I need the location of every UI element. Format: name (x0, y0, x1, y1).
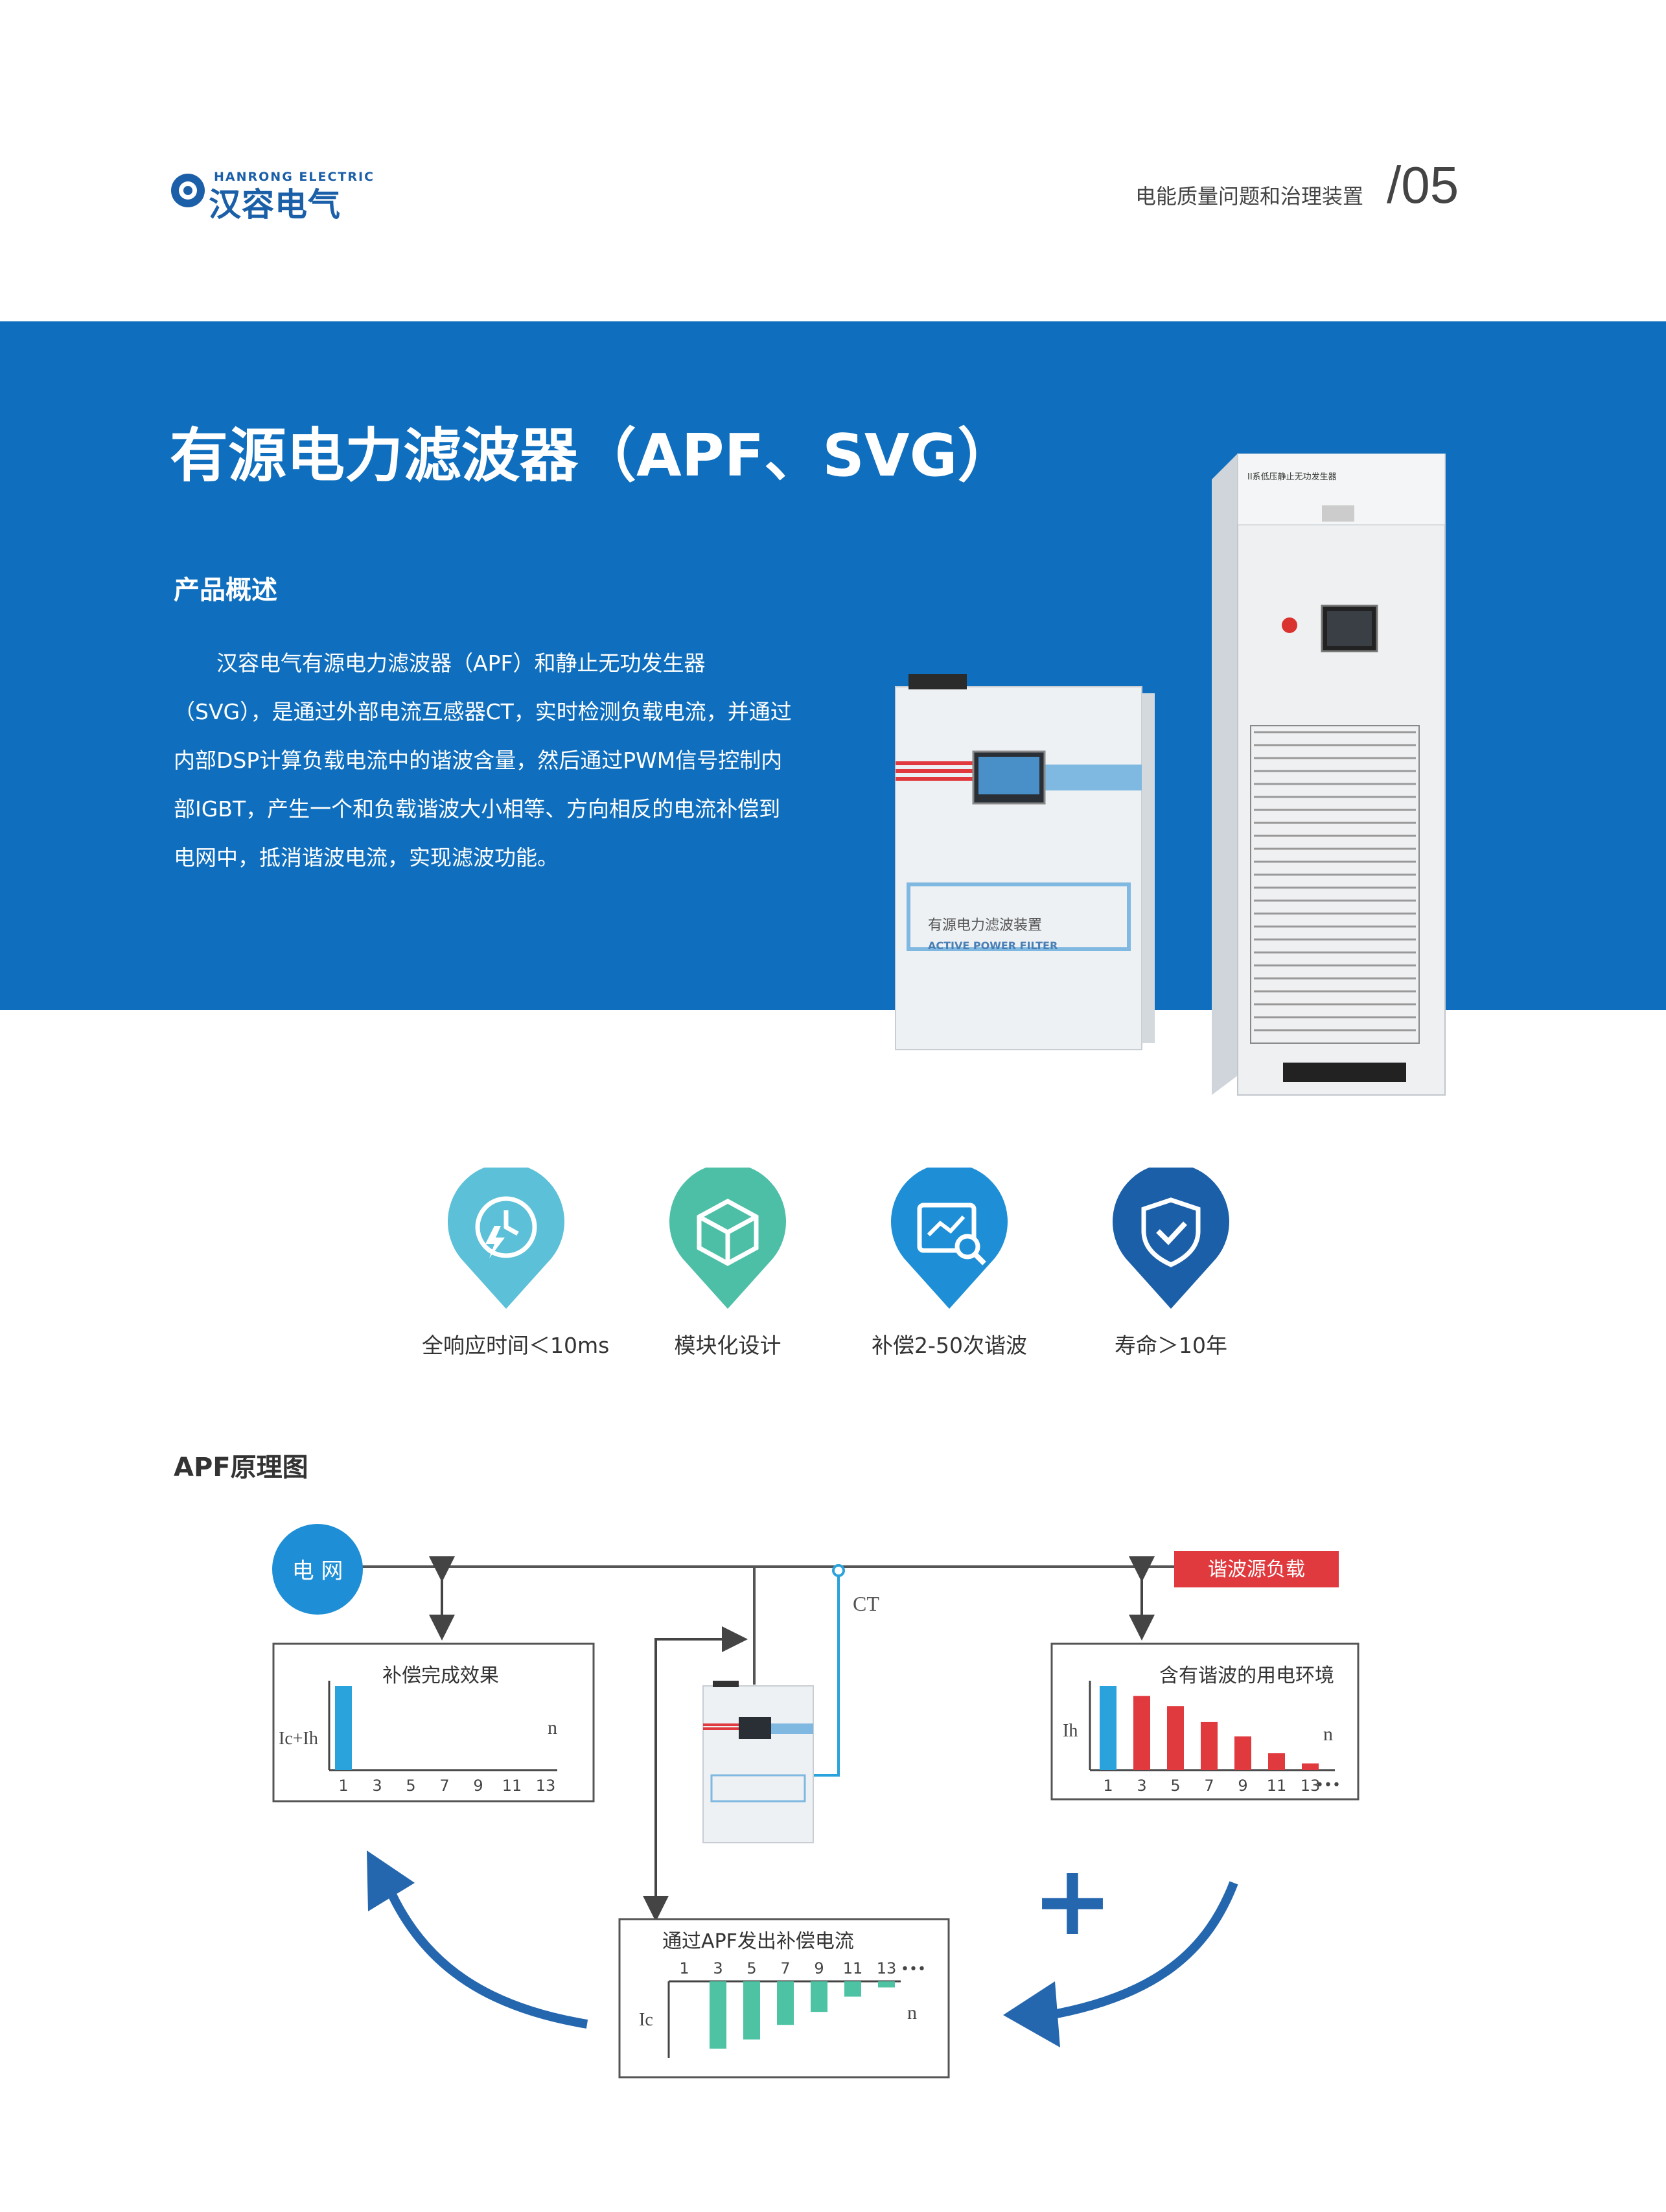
clock-lightning-icon (448, 1163, 564, 1309)
feature-label: 全响应时间＜10ms (422, 1333, 610, 1358)
n-label: n (548, 1717, 557, 1738)
feature-label: 模块化设计 (674, 1333, 781, 1358)
feature-harmonics: 补偿2-50次谐波 (865, 1163, 1034, 1359)
y-axis-label: Ic (639, 2010, 653, 2030)
cabinet-label: II系低压静止无功发生器 (1247, 472, 1337, 482)
apf-diagram-title: APF原理图 (174, 1453, 308, 1482)
harmonic-order-tick: 5 (746, 1959, 756, 1977)
n-label: n (1323, 1723, 1333, 1745)
apf-panel-chinese-label: 有源电力滤波装置 (928, 917, 1042, 934)
harmonic-order-tick: 3 (713, 1959, 723, 1977)
harmonic-order-tick: 1 (338, 1777, 348, 1795)
ellipsis-label: ••• (901, 1961, 926, 1977)
feature-modular: 模块化设计 (643, 1163, 812, 1359)
harmonic-bar (710, 1981, 726, 2049)
curved-arrow-right (1048, 1881, 1238, 2020)
logo-english-text: HANRONG ELECTRIC (214, 170, 375, 184)
harmonic-order-tick: 5 (1170, 1777, 1180, 1795)
harmonic-order-tick: 7 (439, 1777, 449, 1795)
harmonic-order-tick: 1 (679, 1959, 689, 1977)
harmonic-load-tag (1174, 1551, 1339, 1587)
company-logo-icon (171, 174, 205, 207)
harmonic-bar (878, 1981, 895, 1988)
harmonic-order-tick: 11 (1267, 1777, 1287, 1795)
grid-label: 电 网 (292, 1558, 343, 1584)
harmonic-order-tick: 7 (780, 1959, 790, 1977)
harmonic-order-tick: 13 (536, 1777, 556, 1795)
y-axis-label: Ic+Ih (279, 1729, 318, 1749)
page-number: /05 (1387, 156, 1459, 214)
feature-lifespan: 寿命＞10年 (1087, 1163, 1255, 1359)
svg-cabinet-image: II系低压静止无功发生器 (1212, 454, 1446, 1096)
ct-sensor (832, 1564, 845, 1577)
shield-check-icon (1113, 1163, 1229, 1309)
harmonic-order-tick: 9 (1238, 1777, 1247, 1795)
feature-label: 寿命＞10年 (1115, 1333, 1227, 1358)
harmonic-bar (1302, 1763, 1319, 1770)
harmonic-order-tick: 3 (1137, 1777, 1146, 1795)
harmonic-bar (1201, 1722, 1218, 1770)
harmonic-order-tick: 3 (372, 1777, 382, 1795)
harmonic-bar (335, 1686, 352, 1770)
arrow-head-right-icon (1003, 1981, 1060, 2047)
harmonic-bar (1234, 1736, 1251, 1770)
feature-label: 补偿2-50次谐波 (872, 1333, 1027, 1358)
harmonic-bar (844, 1981, 861, 1997)
apf-panel-english-label: ACTIVE POWER FILTER (928, 939, 1058, 952)
harmonic-order-tick: 7 (1204, 1777, 1214, 1795)
harmonic-order-tick: 13 (877, 1959, 897, 1977)
harmonic-order-tick: 9 (473, 1777, 483, 1795)
box-title: 补偿完成效果 (382, 1665, 499, 1687)
monitor-chart-icon (891, 1163, 1008, 1309)
apf-feedback-line (654, 1626, 748, 1910)
harmonic-bar (1167, 1706, 1184, 1770)
overview-paragraph: 汉容电气有源电力滤波器（APF）和静止无功发生器（SVG），是通过外部电流互感器… (174, 651, 792, 870)
harmonic-bar (811, 1981, 827, 2012)
harmonic-bar (1268, 1753, 1285, 1770)
harmonic-bar (1133, 1696, 1150, 1770)
harmonic-bar (777, 1981, 794, 2025)
feature-response-time: 全响应时间＜10ms (422, 1163, 610, 1359)
n-label: n (907, 2002, 917, 2023)
logo-chinese-text: 汉容电气 (209, 186, 341, 224)
curved-arrow-left (387, 1891, 588, 2029)
cube-icon (669, 1163, 786, 1309)
ct-signal-line (809, 1576, 840, 1777)
harmonic-order-tick: 9 (814, 1959, 824, 1977)
harmonic-bar (1100, 1686, 1116, 1770)
box-title: 含有谐波的用电环境 (1159, 1665, 1334, 1687)
page-title: 有源电力滤波器（APF、SVG） (170, 422, 1016, 490)
overview-heading: 产品概述 (174, 575, 277, 605)
harmonic-load-label: 谐波源负载 (1208, 1558, 1305, 1581)
plus-icon: + (1032, 1845, 1113, 1957)
harmonic-order-tick: 5 (406, 1777, 415, 1795)
harmonic-order-tick: 11 (502, 1777, 522, 1795)
apf-unit-small-image (702, 1681, 814, 1843)
arrow-head-left-icon (367, 1850, 415, 1911)
box-title: 通过APF发出补偿电流 (662, 1930, 854, 1953)
y-axis-label: Ih (1063, 1721, 1078, 1741)
ellipsis-label: ••• (1315, 1777, 1341, 1793)
harmonic-order-tick: 11 (843, 1959, 863, 1977)
harmonic-bar (743, 1981, 760, 2040)
grid-node (272, 1524, 363, 1615)
section-title: 电能质量问题和治理装置 (1135, 184, 1364, 209)
apf-wall-unit-image: 有源电力滤波装置 ACTIVE POWER FILTER (895, 674, 1155, 1050)
harmonic-order-tick: 13 (1301, 1777, 1321, 1795)
ct-label: CT (853, 1592, 879, 1615)
harmonic-order-tick: 1 (1103, 1777, 1113, 1795)
